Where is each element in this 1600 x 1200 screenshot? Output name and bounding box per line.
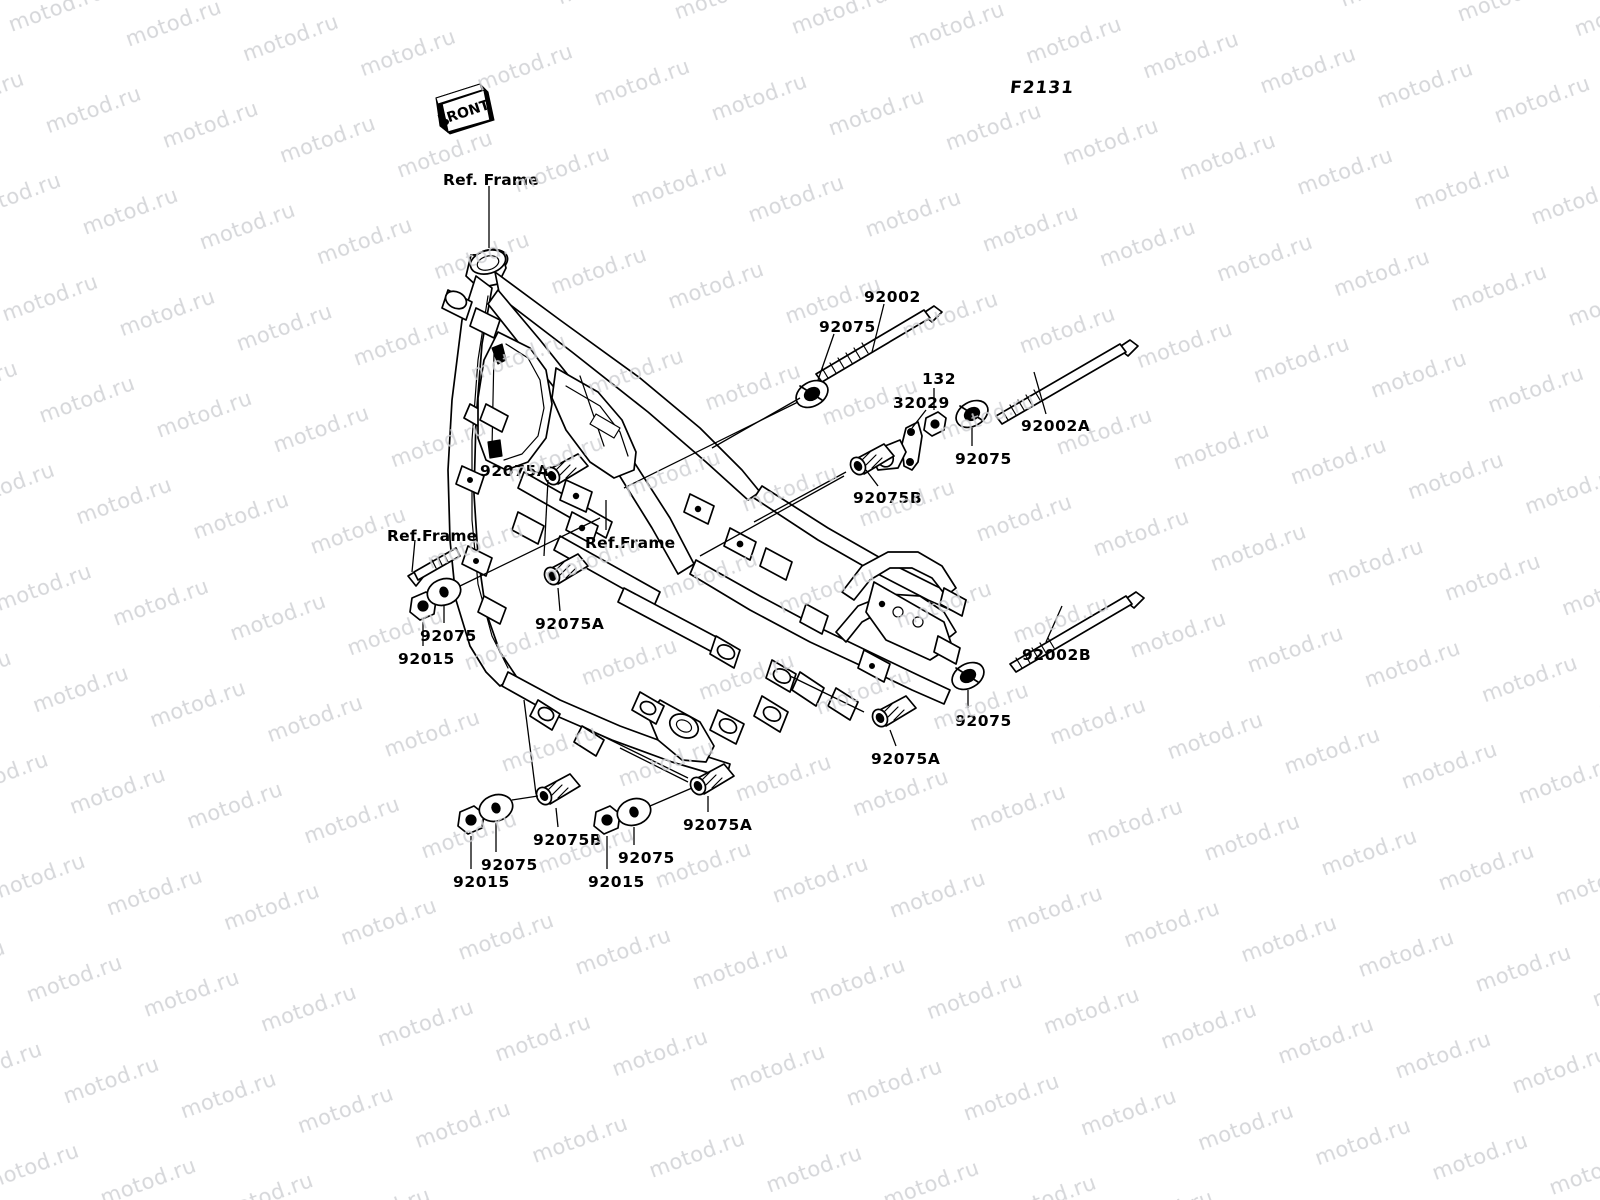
label-92075A-lowright: 92075A [871,750,941,768]
frame-rear-subframe [799,551,967,683]
bushing-92075A-lowright [871,695,917,728]
label-92075A-mid: 92075A [535,615,605,633]
label-92002B: 92002B [1022,646,1092,664]
diagram-code: F2131 [1008,78,1075,98]
label-92075-right: 92075 [955,450,1012,468]
label-92075-midleft: 92075 [420,627,477,645]
bolt-92002A [995,339,1139,425]
label-92075-bottom-mid: 92075 [618,849,675,867]
label-92015-bottom-mid: 92015 [588,873,645,891]
label-92015-midleft: 92015 [398,650,455,668]
front-direction-tag: FRONT [435,83,495,135]
label-92075-upper: 92075 [819,318,876,336]
label-92002A: 92002A [1021,417,1091,435]
nut-132 [923,411,947,437]
label-92075-bottom-left: 92075 [481,856,538,874]
collar-92075-upper [795,379,829,409]
label-92075B-right: 92075B [853,489,923,507]
label-92015-bottom-left: 92015 [453,873,510,891]
label-92075B-bottom: 92075B [533,831,603,849]
label-ref-frame-top: Ref. Frame [443,171,539,189]
bushing-92075B-right [849,443,895,476]
label-92002: 92002 [864,288,921,306]
frame-engine-mount-plate [477,331,637,479]
label-92075A-bottom: 92075A [683,816,753,834]
label-32029: 32029 [893,394,950,412]
bushing-92075A-mid [543,553,589,586]
label-92075A-upper: 92075A [480,462,550,480]
label-92075-lowright: 92075 [955,712,1012,730]
label-ref-frame-left: Ref.Frame [387,527,478,545]
collar-92075-right [955,399,989,429]
label-ref-frame-center: Ref.Frame [585,534,676,552]
label-132: 132 [922,370,957,388]
